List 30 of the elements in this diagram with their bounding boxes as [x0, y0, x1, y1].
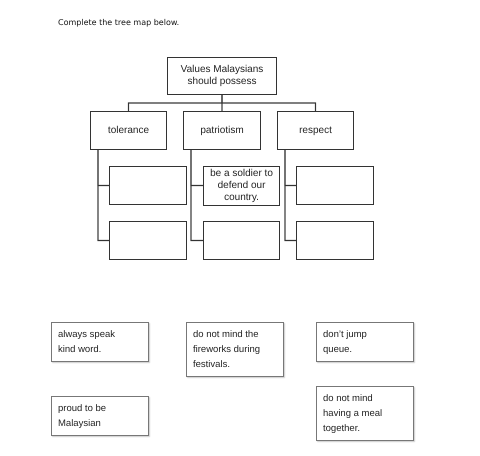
- answer-card: [51, 396, 149, 436]
- empty-answer-box: [203, 221, 280, 260]
- connector-line: [190, 150, 203, 242]
- card-text: don’t jump queue.: [323, 328, 368, 357]
- box-label: be a soldier to defend our country.: [209, 168, 274, 204]
- tree-box: [203, 166, 280, 206]
- card-text: always speak kind word.: [58, 328, 116, 357]
- tree-box: [183, 111, 261, 150]
- box-label: Values Malaysians should possess: [180, 64, 264, 88]
- tree-box: [90, 111, 167, 150]
- card-text: do not mind having a meal together.: [323, 392, 384, 436]
- tree-box: [167, 57, 277, 95]
- box-label: respect: [299, 124, 332, 136]
- card-text: proud to be Malaysian: [58, 402, 108, 431]
- connector-line: [221, 95, 316, 111]
- connector-line: [97, 150, 109, 242]
- empty-answer-box: [109, 221, 187, 260]
- tree-box: [277, 111, 354, 150]
- instruction-text: Complete the tree map below.: [58, 18, 180, 27]
- box-label: patriotism: [200, 124, 244, 136]
- empty-answer-box: [296, 221, 374, 260]
- card-text: do not mind the fireworks during festivals.: [193, 328, 262, 372]
- box-label: tolerance: [108, 124, 150, 136]
- answer-card: [51, 322, 149, 362]
- connector-line: [284, 150, 296, 242]
- answer-card: [186, 322, 284, 377]
- empty-answer-box: [109, 166, 187, 205]
- empty-answer-box: [296, 166, 374, 205]
- answer-card: [316, 322, 414, 362]
- answer-card: [316, 386, 414, 441]
